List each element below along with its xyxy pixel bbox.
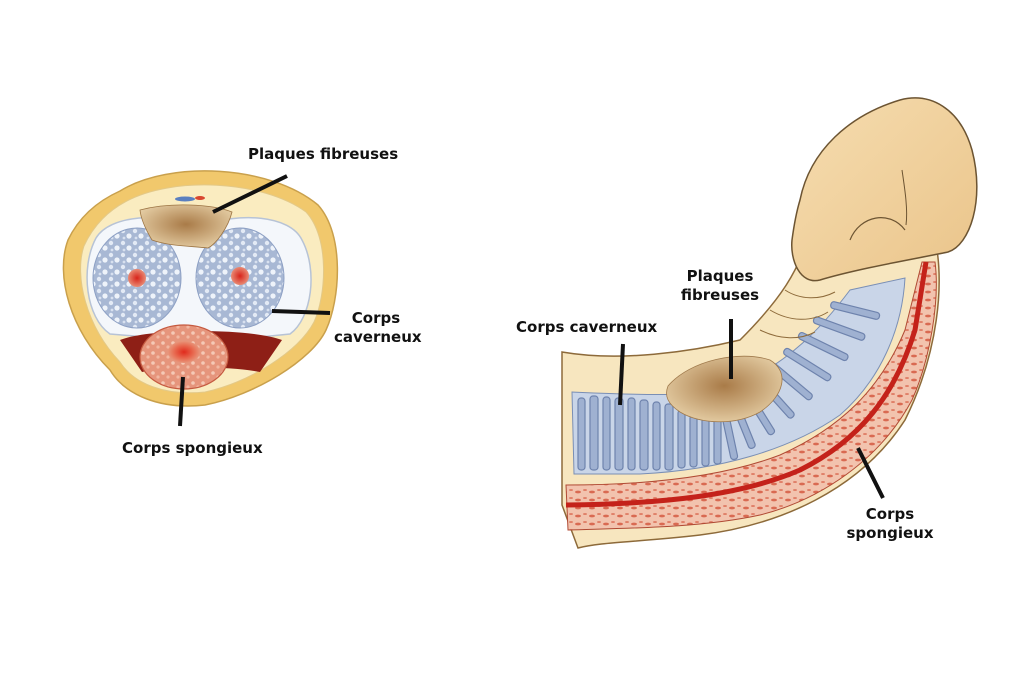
label-plaques-fibreuses-right: Plaques fibreuses xyxy=(674,267,766,305)
fibrous-plaque xyxy=(139,204,233,249)
leader-caverneux-right xyxy=(618,343,625,406)
leader-spongieux-left xyxy=(178,376,185,427)
urethra-line xyxy=(565,261,929,508)
leader-lines-left xyxy=(178,174,331,427)
fibrous-plaque-side xyxy=(666,355,783,423)
corps-spongieux-band xyxy=(565,261,937,531)
label-corps-caverneux-left: Corps caverneux xyxy=(334,309,422,347)
label-corps-caverneux-right: Corps caverneux xyxy=(516,318,658,336)
cross-section-illustration xyxy=(62,170,339,407)
leader-caverneux-left xyxy=(271,309,331,315)
label-plaques-fibreuses-left: Plaques fibreuses xyxy=(248,145,399,163)
leader-lines-right xyxy=(618,319,885,499)
label-plaques-right-line1: Plaques xyxy=(686,267,754,285)
label-corps-spongieux-right-line1: Corps xyxy=(865,505,915,523)
label-corps-caverneux-left-line2: caverneux xyxy=(334,328,422,346)
cavernous-artery-right xyxy=(231,267,249,285)
label-corps-spongieux-left: Corps spongieux xyxy=(122,439,263,457)
label-corps-spongieux-right-line2: spongieux xyxy=(846,524,934,542)
side-view-illustration xyxy=(561,97,978,549)
urethra xyxy=(168,341,200,363)
label-plaques-right-line2: fibreuses xyxy=(680,286,760,304)
glans xyxy=(791,97,978,282)
leader-plaques-left xyxy=(212,174,288,214)
leader-spongieux-right xyxy=(856,447,885,499)
cavernous-artery-left xyxy=(128,269,146,287)
label-corps-spongieux-right: Corps spongieux xyxy=(845,505,935,543)
label-corps-caverneux-left-line1: Corps xyxy=(351,309,401,327)
